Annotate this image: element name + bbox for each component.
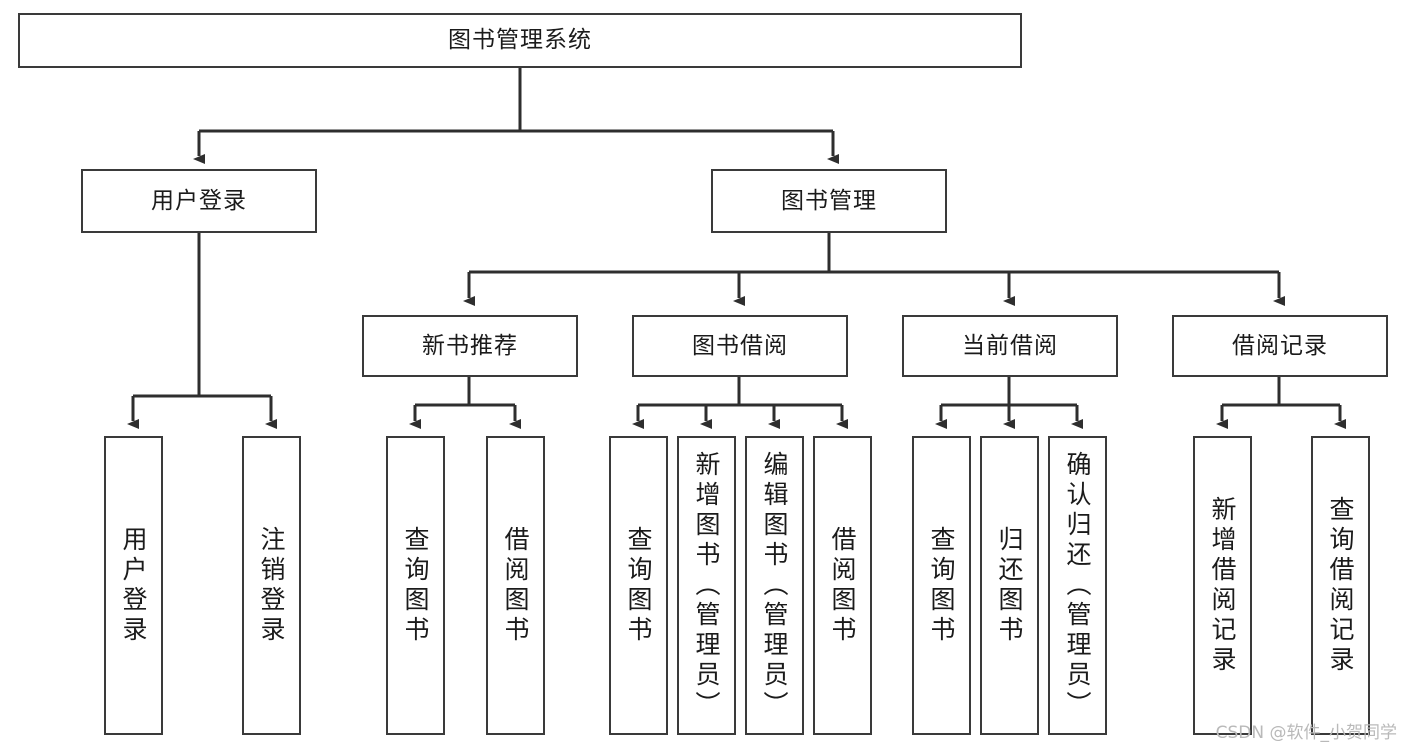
- node-label: 新书推荐: [422, 332, 518, 359]
- leaf-current-return-book[interactable]: 归还图书: [980, 436, 1039, 735]
- node-label: 借阅图书: [828, 525, 857, 646]
- node-label: 借阅图书: [501, 525, 530, 646]
- leaf-current-confirm-return-admin[interactable]: 确认归还（管理员）: [1048, 436, 1107, 735]
- node-book-management[interactable]: 图书管理: [711, 169, 947, 233]
- node-borrow-record[interactable]: 借阅记录: [1172, 315, 1388, 377]
- node-label: 用户登录: [119, 525, 148, 646]
- node-label: 归还图书: [995, 525, 1024, 646]
- node-label: 图书管理系统: [448, 27, 592, 54]
- leaf-record-add-record[interactable]: 新增借阅记录: [1193, 436, 1252, 735]
- node-label: 用户登录: [151, 187, 247, 214]
- node-label: 借阅记录: [1232, 332, 1328, 359]
- leaf-borrow-query-book[interactable]: 查询图书: [609, 436, 668, 735]
- csdn-watermark: CSDN @软件_小贺同学: [1215, 723, 1397, 743]
- node-new-book-recommend[interactable]: 新书推荐: [362, 315, 578, 377]
- leaf-borrow-borrow-book[interactable]: 借阅图书: [813, 436, 872, 735]
- leaf-borrow-add-book-admin[interactable]: 新增图书（管理员）: [677, 436, 736, 735]
- leaf-recommend-query-book[interactable]: 查询图书: [386, 436, 445, 735]
- leaf-recommend-borrow-book[interactable]: 借阅图书: [486, 436, 545, 735]
- node-label: 新增借阅记录: [1208, 495, 1237, 676]
- node-book-borrow[interactable]: 图书借阅: [632, 315, 848, 377]
- node-user-login[interactable]: 用户登录: [81, 169, 317, 233]
- node-label: 查询借阅记录: [1326, 495, 1355, 676]
- node-label: 新增图书（管理员）: [692, 450, 721, 721]
- node-label: 查询图书: [927, 525, 956, 646]
- node-root-system[interactable]: 图书管理系统: [18, 13, 1022, 68]
- node-current-borrow[interactable]: 当前借阅: [902, 315, 1118, 377]
- node-label: 图书借阅: [692, 332, 788, 359]
- node-label: 确认归还（管理员）: [1063, 450, 1092, 721]
- node-label: 编辑图书（管理员）: [760, 450, 789, 721]
- leaf-current-query-book[interactable]: 查询图书: [912, 436, 971, 735]
- node-label: 当前借阅: [962, 332, 1058, 359]
- leaf-user-login[interactable]: 用户登录: [104, 436, 163, 735]
- node-label: 图书管理: [781, 187, 877, 214]
- node-label: 注销登录: [257, 525, 286, 646]
- leaf-record-query-record[interactable]: 查询借阅记录: [1311, 436, 1370, 735]
- node-label: 查询图书: [624, 525, 653, 646]
- leaf-user-logout[interactable]: 注销登录: [242, 436, 301, 735]
- leaf-borrow-edit-book-admin[interactable]: 编辑图书（管理员）: [745, 436, 804, 735]
- node-label: 查询图书: [401, 525, 430, 646]
